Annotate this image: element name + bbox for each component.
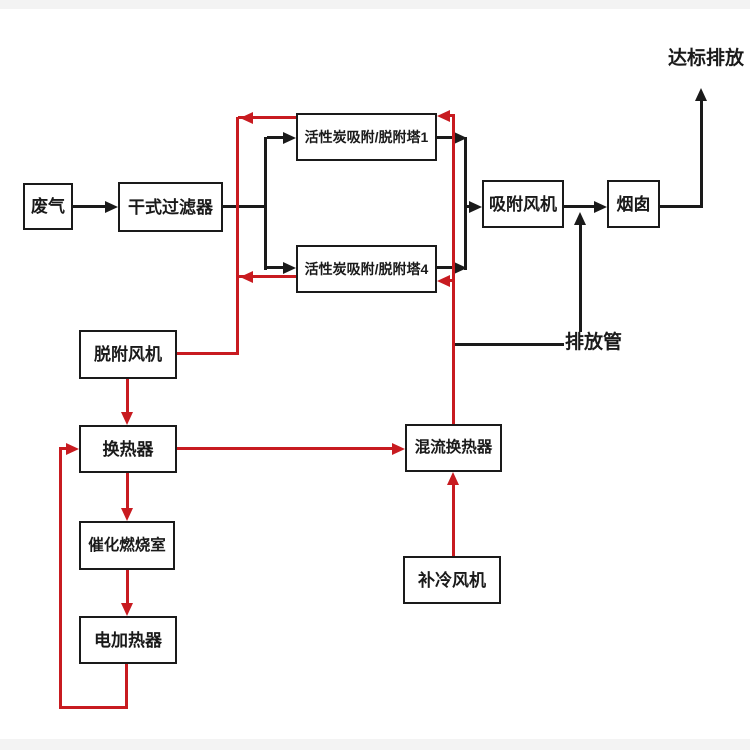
arrow-discharge-pipe-up [574, 212, 586, 225]
node-carbon-tower-1: 活性炭吸附/脱附塔1 [296, 113, 437, 161]
loop-bottom-line [59, 706, 127, 709]
arrow-tower1-out [454, 132, 467, 144]
pipe-heatexchanger-mixedflow [177, 447, 394, 450]
node-cooling-air-fan: 补冷风机 [403, 556, 501, 604]
node-carbon-tower-4: 活性炭吸附/脱附塔4 [296, 245, 437, 293]
pipe-branch-tower1 [267, 136, 287, 139]
loop-left-riser [59, 447, 62, 708]
arrow-hotair-into-tower1 [437, 110, 450, 122]
pipe-wastegas-dryfilter [72, 205, 108, 208]
arrow-into-chimney [594, 201, 607, 213]
node-adsorption-fan: 吸附风机 [482, 180, 564, 228]
pipe-adsorptionfan-chimney [564, 205, 596, 208]
arrow-into-heat-exchanger-left [66, 443, 79, 455]
collector-riser [464, 137, 467, 270]
pipe-tower1-desorption-out [238, 116, 296, 119]
arrow-tower1-desorption-out [240, 112, 253, 124]
pipe-dryfilter-branch [222, 205, 267, 208]
pipe-catalytic-electricheater [126, 570, 129, 606]
arrow-into-tower1 [283, 132, 296, 144]
node-catalytic-combustion-chamber: 催化燃烧室 [79, 521, 175, 570]
stack-riser [700, 99, 703, 207]
node-heat-exchanger: 换热器 [79, 425, 177, 473]
discharge-pipe-riser [579, 224, 582, 332]
arrow-into-adsorption-fan [469, 201, 482, 213]
arrow-compliant-discharge [695, 88, 707, 101]
pipe-coolingfan-mixedflow [452, 483, 455, 556]
top-border-band [0, 0, 750, 9]
node-dry-filter: 干式过滤器 [118, 182, 223, 232]
arrow-into-dry-filter [105, 201, 118, 213]
arrow-into-mixed-flow-bottom [447, 472, 459, 485]
pipe-hotair-tower4 [445, 279, 455, 282]
arrow-tower4-out [454, 262, 467, 274]
label-discharge-pipe: 排放管 [565, 332, 623, 353]
loop-drop-line [125, 664, 128, 709]
pipe-tower4-desorption-out [238, 275, 296, 278]
node-waste-gas: 废气 [23, 183, 73, 230]
arrow-into-electric-heater [121, 603, 133, 616]
arrow-into-tower4 [283, 262, 296, 274]
node-chimney: 烟囱 [607, 180, 660, 228]
pipe-desorptionfan-heatexchanger [126, 379, 129, 415]
pipe-hotair-tower1 [445, 114, 455, 117]
discharge-pipe-leader-line [454, 343, 564, 346]
bottom-border-band [0, 739, 750, 750]
arrow-into-heat-exchanger-top [121, 412, 133, 425]
pipe-branch-tower4 [267, 266, 287, 269]
pipe-tower1-collector [437, 136, 456, 139]
pipe-tower4-collector [437, 266, 456, 269]
arrow-into-mixed-flow-hx [392, 443, 405, 455]
hot-air-riser [452, 115, 455, 424]
node-electric-heater: 电加热器 [79, 616, 177, 664]
arrow-hotair-into-tower4 [437, 275, 450, 287]
branch-riser [264, 137, 267, 270]
label-compliant-discharge: 达标排放 [668, 48, 745, 69]
pipe-into-desorption-fan [177, 352, 238, 355]
pipe-heatexchanger-catalytic [126, 473, 129, 511]
node-mixed-flow-heat-exchanger: 混流换热器 [405, 424, 502, 472]
loop-return-line [59, 447, 68, 450]
pipe-chimney-out [659, 205, 703, 208]
desorption-downcomer [236, 117, 239, 355]
arrow-into-catalytic-chamber [121, 508, 133, 521]
arrow-tower4-desorption-out [240, 271, 253, 283]
node-desorption-fan: 脱附风机 [79, 330, 177, 379]
